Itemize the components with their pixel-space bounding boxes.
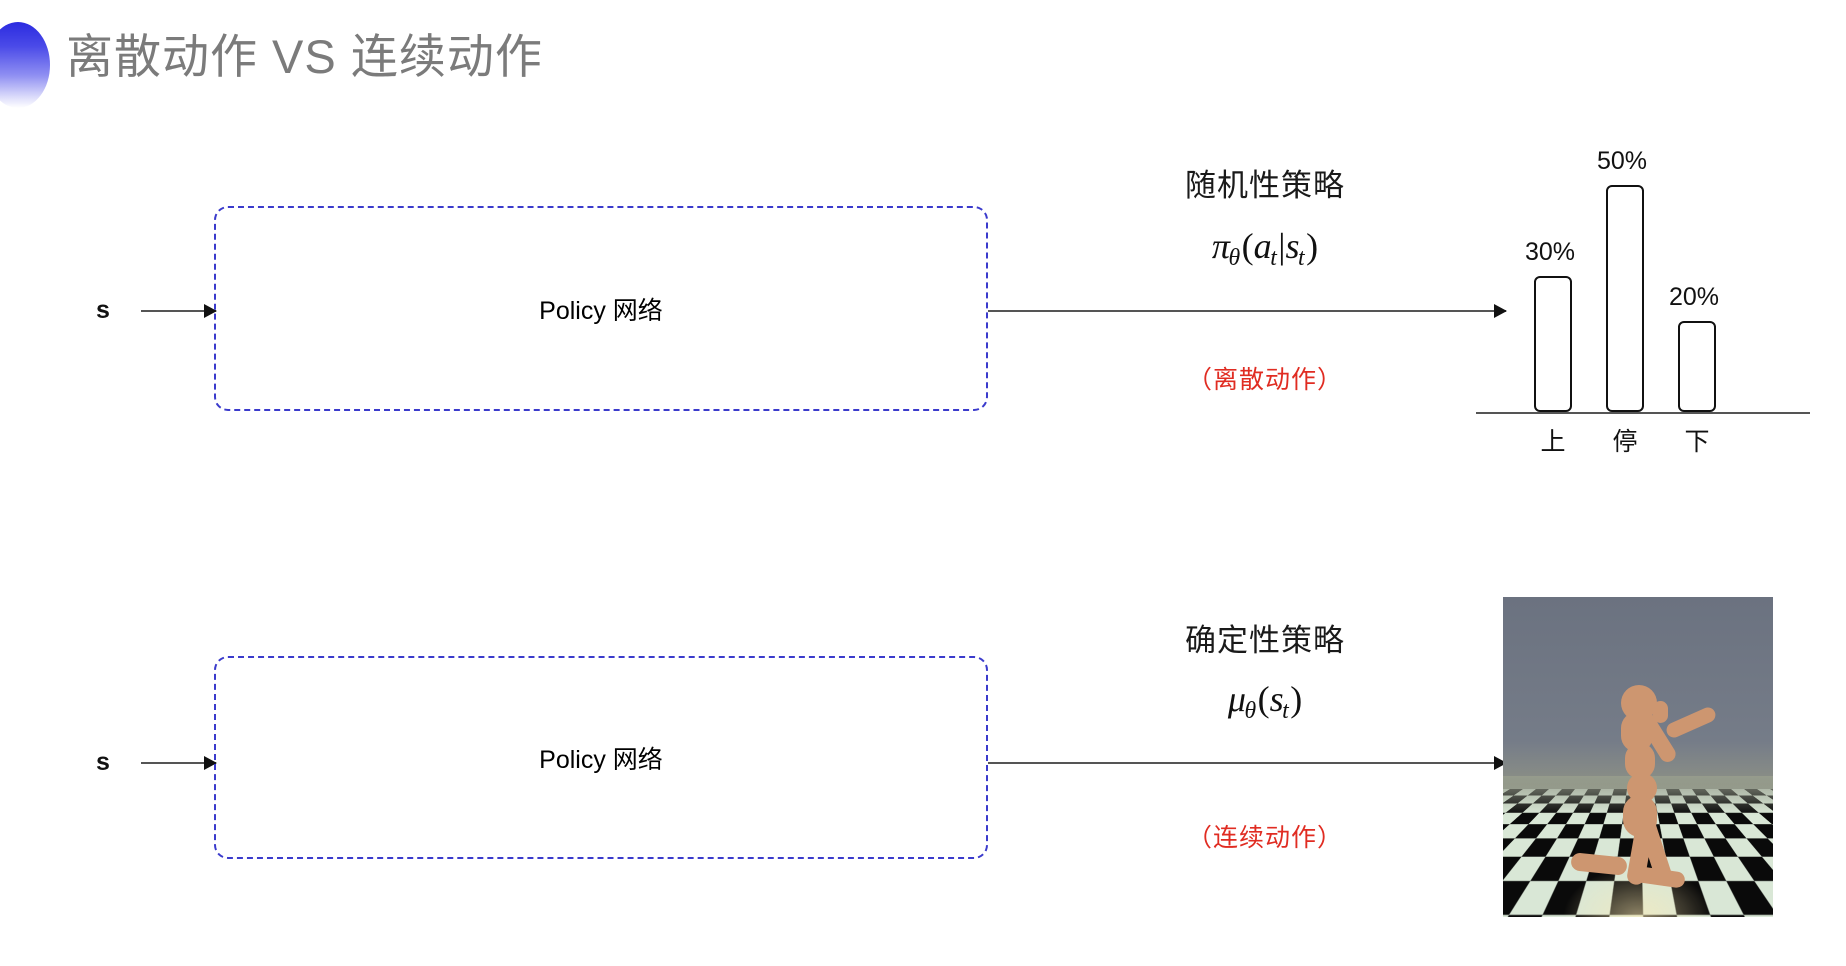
page-title: 离散动作 VS 连续动作: [66, 30, 543, 83]
chart-baseline-axis: [1476, 412, 1810, 414]
chart-category-label: 停: [1612, 428, 1638, 456]
chart-bar: [1606, 185, 1644, 412]
output-arrow-continuous: [988, 762, 1506, 764]
chart-bar-value-label: 30%: [1525, 238, 1576, 266]
formula-paren-open: (: [1257, 679, 1270, 719]
chart-bar: [1534, 276, 1572, 412]
formula-paren-close: ): [1290, 679, 1303, 719]
humanoid-simulation-image: [1503, 597, 1773, 917]
formula-s: s: [1269, 679, 1284, 719]
formula-theta: θ: [1244, 698, 1257, 725]
input-arrow-continuous: [141, 762, 216, 764]
policy-network-label: Policy 网络: [539, 745, 663, 774]
policy-network-box-continuous[interactable]: Policy 网络: [214, 656, 988, 859]
formula-pi: π: [1211, 226, 1230, 266]
formula-paren-open: (: [1241, 226, 1254, 266]
action-type-note-discrete: （离散动作）: [1186, 366, 1343, 394]
policy-formula-discrete: πθ(at|st): [1100, 225, 1430, 271]
chart-bar-value-label: 50%: [1597, 147, 1648, 175]
output-arrow-discrete: [988, 310, 1506, 312]
formula-s-subscript: t: [1282, 698, 1289, 725]
formula-a-subscript: t: [1270, 245, 1277, 272]
input-state-label-continuous: s: [96, 748, 110, 776]
action-type-note-continuous: （连续动作）: [1186, 824, 1343, 852]
chart-category-label: 下: [1684, 428, 1710, 456]
chart-category-label: 上: [1540, 428, 1566, 456]
humanoid-forearm: [1664, 705, 1718, 740]
formula-s-subscript: t: [1298, 245, 1305, 272]
input-arrow-discrete: [141, 310, 216, 312]
policy-formula-continuous: μθ(st): [1100, 678, 1430, 724]
input-state-label-discrete: s: [96, 296, 110, 324]
gradient-circle-bullet-icon: [0, 22, 50, 108]
chart-bar-value-label: 20%: [1669, 283, 1720, 311]
formula-given-bar: |: [1278, 226, 1286, 266]
formula-a: a: [1253, 226, 1272, 266]
chart-bar: [1678, 321, 1716, 412]
formula-theta: θ: [1228, 245, 1241, 272]
humanoid-hand: [1653, 701, 1668, 723]
policy-type-label-discrete: 随机性策略: [1185, 168, 1345, 203]
formula-paren-close: ): [1306, 226, 1319, 266]
policy-network-box-discrete[interactable]: Policy 网络: [214, 206, 988, 411]
policy-network-label: Policy 网络: [539, 296, 663, 325]
formula-mu: μ: [1227, 679, 1246, 719]
action-probability-bar-chart: 30% 上 50% 停 20% 下: [1468, 110, 1818, 460]
formula-s: s: [1285, 226, 1300, 266]
policy-type-label-continuous: 确定性策略: [1185, 623, 1345, 658]
